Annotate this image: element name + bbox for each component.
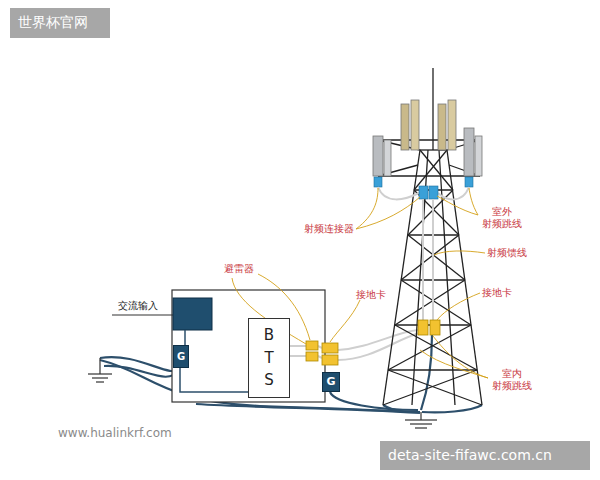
watermark: 世界杯官网 xyxy=(18,14,104,31)
watermark-ground xyxy=(380,441,590,470)
equipment-shelter xyxy=(172,290,325,402)
ac-input-label: 交流输入 xyxy=(118,300,178,312)
watermark-ground xyxy=(10,8,110,38)
part-label: 室外 射频跳线 xyxy=(480,206,524,230)
website-label: www.hualinkrf.com xyxy=(58,426,208,440)
antenna-panel xyxy=(373,100,482,176)
part-label: 射频馈线 xyxy=(487,247,537,259)
lightning-arrester xyxy=(306,341,318,361)
part-label: 接地卡 xyxy=(482,287,526,299)
ac-input-line xyxy=(112,314,173,315)
ground-bar: G xyxy=(322,372,340,392)
ac-power-unit xyxy=(173,298,212,330)
part-label: 室内 射频跳线 xyxy=(490,368,534,392)
antenna-connector xyxy=(374,177,473,187)
part-label: 避雷器 xyxy=(224,263,268,275)
rf-jumpers-outdoor xyxy=(378,187,469,199)
node-text: G xyxy=(177,351,185,362)
node-text: G xyxy=(326,376,335,388)
part-label: 射频连接器 xyxy=(296,223,354,235)
ground-symbol xyxy=(405,412,437,428)
bts-cabinet: B T S xyxy=(248,318,290,398)
lattice-tower xyxy=(378,68,482,405)
power-wires xyxy=(180,330,248,392)
node-text: B T S xyxy=(262,324,277,392)
ground-symbol xyxy=(88,358,112,382)
watermark: deta-site-fifawc.com.cn xyxy=(388,447,584,464)
grounding-clamp xyxy=(322,343,338,365)
grounding-clamp xyxy=(418,320,440,335)
rf-feeder xyxy=(423,199,433,320)
rf-connector xyxy=(419,186,438,199)
ground-bar: G xyxy=(173,345,189,368)
part-label: 接地卡 xyxy=(356,289,400,301)
rf-jumpers-indoor xyxy=(290,330,420,360)
